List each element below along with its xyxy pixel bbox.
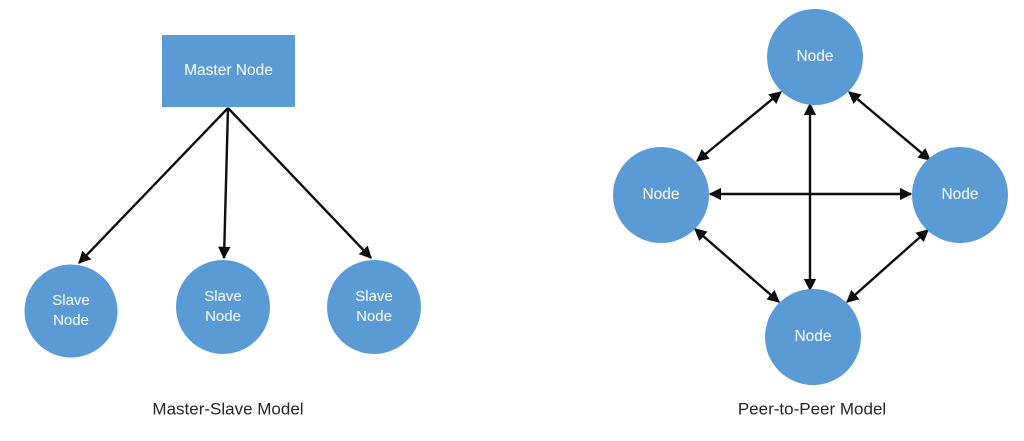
edge-node-left-to-node-bottom bbox=[694, 228, 780, 303]
node-label-slave-2: Slave bbox=[204, 288, 242, 305]
node-label-slave-1: Slave bbox=[52, 292, 90, 309]
caption-master-slave: Master-Slave Model bbox=[152, 399, 303, 418]
node-master[interactable]: Master Node bbox=[162, 35, 295, 107]
node-label-node-bottom: Node bbox=[794, 328, 831, 345]
node-node-left[interactable]: Node bbox=[613, 147, 709, 243]
node-node-top[interactable]: Node bbox=[767, 9, 863, 105]
nodes-layer: Master NodeSlaveNodeSlaveNodeSlaveNodeNo… bbox=[24, 9, 1008, 385]
edge-master-to-slave-3 bbox=[227, 107, 372, 259]
edge-master-to-slave-2 bbox=[218, 107, 231, 260]
captions-layer: Master-Slave Model Peer-to-Peer Model bbox=[152, 399, 886, 418]
node-label-master: Master Node bbox=[184, 62, 273, 79]
node-label-slave-3: Slave bbox=[355, 288, 393, 305]
caption-peer-to-peer: Peer-to-Peer Model bbox=[738, 399, 886, 418]
node-label-slave-1: Node bbox=[53, 312, 89, 329]
node-node-right[interactable]: Node bbox=[912, 147, 1008, 243]
edge-node-bottom-to-node-right bbox=[846, 229, 929, 303]
node-label-slave-3: Node bbox=[356, 308, 392, 325]
node-shape-circle bbox=[765, 289, 861, 385]
node-shape-circle bbox=[767, 9, 863, 105]
node-label-slave-2: Node bbox=[205, 308, 241, 325]
edges-layer bbox=[78, 91, 931, 303]
node-label-node-top: Node bbox=[796, 48, 833, 65]
node-shape-circle bbox=[912, 147, 1008, 243]
edge-node-top-to-node-right bbox=[848, 91, 931, 161]
node-shape-circle bbox=[24, 264, 118, 358]
node-label-node-left: Node bbox=[642, 186, 679, 203]
node-shape-circle bbox=[327, 260, 421, 354]
node-shape-rectangle bbox=[162, 35, 295, 107]
node-node-bottom[interactable]: Node bbox=[765, 289, 861, 385]
node-shape-circle bbox=[613, 147, 709, 243]
edge-master-to-slave-1 bbox=[78, 107, 229, 264]
node-label-node-right: Node bbox=[941, 186, 978, 203]
node-shape-circle bbox=[176, 260, 270, 354]
edge-node-left-to-node-top bbox=[696, 91, 782, 162]
